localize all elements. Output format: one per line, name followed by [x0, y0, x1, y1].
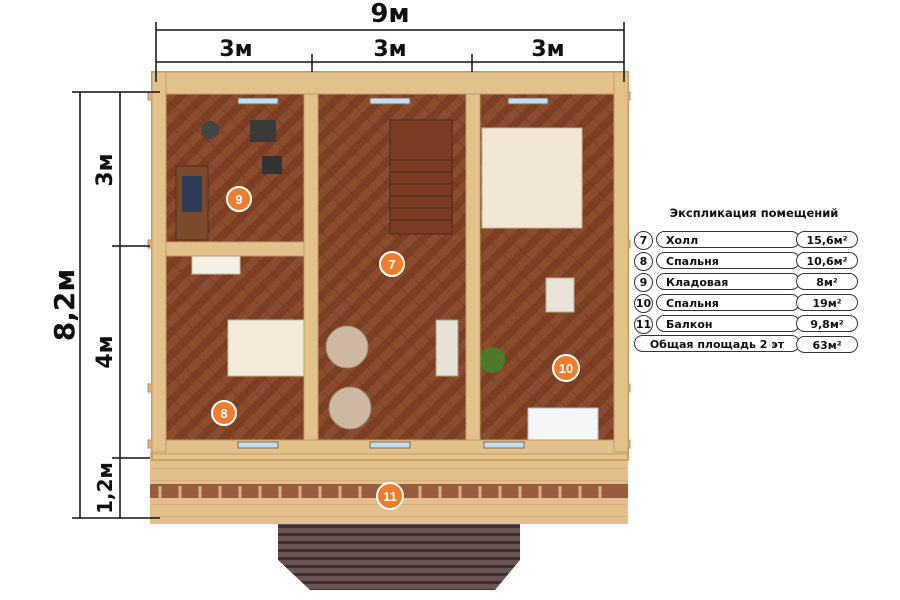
- legend-room-area: 15,6м²: [796, 231, 858, 248]
- dim-depth-1: 3м: [93, 153, 118, 186]
- legend-row: 10 Спальня 19м²: [634, 293, 860, 314]
- legend-room-name: Холл: [656, 231, 800, 248]
- room-marker-10: 10: [552, 354, 580, 382]
- svg-text:8: 8: [220, 406, 227, 421]
- room-marker-11: 11: [376, 482, 404, 510]
- room-marker-7: 7: [379, 251, 405, 277]
- room-marker-9: 9: [226, 186, 252, 212]
- room-legend: Экспликация помещений 7 Холл 15,6м² 8 Сп…: [634, 206, 860, 356]
- legend-room-area: 9,8м²: [796, 315, 858, 332]
- dim-segment-1: 3м: [219, 37, 252, 62]
- room-marker-8: 8: [211, 400, 237, 426]
- legend-row: 8 Спальня 10,6м²: [634, 251, 860, 272]
- svg-text:11: 11: [383, 489, 397, 504]
- legend-number: 11: [634, 315, 653, 334]
- dim-segment-3: 3м: [531, 37, 564, 62]
- legend-total-area: 63м²: [796, 336, 858, 353]
- dim-total-depth: 8,2м: [48, 269, 81, 342]
- legend-row: 11 Балкон 9,8м²: [634, 314, 860, 335]
- legend-number: 10: [634, 294, 653, 313]
- legend-room-name: Спальня: [656, 294, 800, 311]
- legend-room-name: Спальня: [656, 252, 800, 269]
- svg-text:10: 10: [559, 361, 573, 376]
- legend-number: 7: [634, 231, 653, 250]
- legend-room-area: 10,6м²: [796, 252, 858, 269]
- legend-room-name: Балкон: [656, 315, 800, 332]
- legend-total-row: Общая площадь 2 эт 63м²: [634, 335, 860, 356]
- legend-number: 9: [634, 273, 653, 292]
- legend-room-name: Кладовая: [656, 273, 800, 290]
- legend-total-label: Общая площадь 2 эт: [634, 335, 800, 352]
- dim-segment-2: 3м: [373, 37, 406, 62]
- legend-number: 8: [634, 252, 653, 271]
- dim-depth-2: 4м: [93, 335, 118, 368]
- legend-room-area: 19м²: [796, 294, 858, 311]
- roof-siding: [278, 505, 520, 590]
- dim-depth-3: 1,2м: [93, 462, 117, 514]
- legend-title: Экспликация помещений: [669, 206, 839, 220]
- svg-text:7: 7: [388, 257, 395, 272]
- svg-text:9: 9: [235, 192, 242, 207]
- legend-row: 9 Кладовая 8м²: [634, 272, 860, 293]
- dim-total-width: 9м: [370, 0, 409, 29]
- legend-row: 7 Холл 15,6м²: [634, 230, 860, 251]
- legend-room-area: 8м²: [796, 273, 858, 290]
